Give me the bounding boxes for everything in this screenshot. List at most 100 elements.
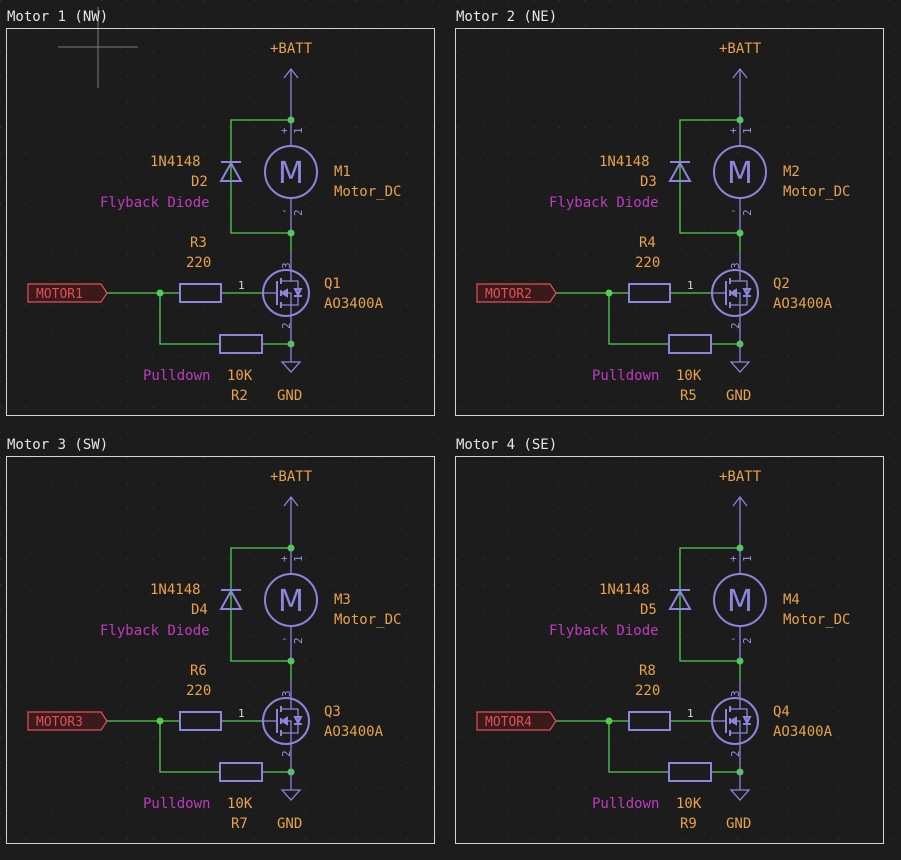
motor-pin-plus: + bbox=[281, 124, 288, 137]
motor-letter: M bbox=[278, 156, 304, 191]
gate-resistor-value: 220 bbox=[186, 255, 211, 271]
net-label-text: MOTOR1 bbox=[36, 287, 83, 302]
block-frame bbox=[6, 28, 435, 416]
block-title: Motor 4 (SE) bbox=[456, 437, 557, 453]
gate-resistor-symbol bbox=[628, 283, 671, 303]
mosfet-value: AO3400A bbox=[324, 724, 384, 740]
motor-driver-block: Motor 4 (SE)+BATTM+1-2M4Motor_DC1N4148D5… bbox=[455, 437, 884, 844]
crosshair-cursor bbox=[58, 7, 138, 88]
ground-symbol bbox=[280, 344, 302, 373]
mosfet-pin-2: 2 bbox=[729, 322, 742, 329]
motor-ref: M3 bbox=[334, 592, 351, 608]
motor-letter: M bbox=[727, 584, 753, 619]
diode-value: 1N4148 bbox=[150, 582, 201, 598]
junction-dot bbox=[156, 717, 164, 725]
mosfet-pin-1: 1 bbox=[687, 707, 694, 720]
pulldown-resistor-symbol bbox=[219, 762, 263, 782]
mosfet-symbol bbox=[711, 252, 759, 344]
mosfet-ref: Q1 bbox=[324, 276, 341, 292]
motor-pin-2: 2 bbox=[292, 637, 305, 644]
motor-pin-plus: + bbox=[281, 552, 288, 565]
motor-pin-1: 1 bbox=[741, 127, 754, 134]
motor-symbol: M bbox=[713, 120, 767, 233]
mosfet-ref: Q4 bbox=[773, 704, 790, 720]
diode-value: 1N4148 bbox=[599, 582, 650, 598]
motor-pin-2: 2 bbox=[292, 209, 305, 216]
mosfet-pin-3: 3 bbox=[729, 262, 742, 269]
net-wires bbox=[556, 119, 741, 345]
ground-symbol bbox=[729, 772, 751, 801]
net-label bbox=[476, 711, 557, 731]
mosfet-pin-3: 3 bbox=[729, 690, 742, 697]
diode-value: 1N4148 bbox=[599, 154, 650, 170]
diode-description: Flyback Diode bbox=[100, 623, 210, 639]
net-label bbox=[27, 283, 108, 303]
net-label-text: MOTOR2 bbox=[485, 287, 532, 302]
pulldown-description: Pulldown bbox=[592, 368, 659, 384]
block-title: Motor 3 (SW) bbox=[7, 437, 108, 453]
mosfet-symbol bbox=[711, 680, 759, 772]
net-wires bbox=[107, 119, 292, 345]
motor-pin-minus: - bbox=[281, 204, 288, 217]
power-label: +BATT bbox=[270, 41, 313, 57]
junction-dot bbox=[605, 289, 613, 297]
motor-ref: M1 bbox=[334, 164, 351, 180]
gate-resistor-symbol bbox=[179, 283, 222, 303]
pulldown-resistor-symbol bbox=[219, 334, 263, 354]
gate-resistor-value: 220 bbox=[635, 255, 660, 271]
motor-symbol: M bbox=[713, 548, 767, 661]
block-title: Motor 2 (NE) bbox=[456, 9, 557, 25]
ground-symbol bbox=[729, 344, 751, 373]
motor-pin-1: 1 bbox=[741, 555, 754, 562]
motor-driver-block: Motor 2 (NE)+BATTM+1-2M2Motor_DC1N4148D3… bbox=[455, 9, 884, 416]
mosfet-pin-1: 1 bbox=[238, 707, 245, 720]
mosfet-pin-1: 1 bbox=[687, 279, 694, 292]
diode-ref: D4 bbox=[191, 602, 208, 618]
mosfet-symbol bbox=[262, 680, 310, 772]
pulldown-ref: R7 bbox=[231, 816, 248, 832]
net-wires bbox=[556, 547, 741, 773]
net-label bbox=[27, 711, 108, 731]
pulldown-description: Pulldown bbox=[592, 796, 659, 812]
pulldown-ref: R9 bbox=[680, 816, 697, 832]
ground-label: GND bbox=[726, 388, 751, 404]
mosfet-value: AO3400A bbox=[324, 296, 384, 312]
mosfet-value: AO3400A bbox=[773, 296, 833, 312]
power-label: +BATT bbox=[719, 41, 762, 57]
diode-ref: D3 bbox=[640, 174, 657, 190]
pulldown-resistor-symbol bbox=[668, 762, 712, 782]
pulldown-ref: R2 bbox=[231, 388, 248, 404]
diode-description: Flyback Diode bbox=[549, 195, 659, 211]
junction-dot bbox=[605, 717, 613, 725]
mosfet-pin-2: 2 bbox=[280, 750, 293, 757]
motor-ref: M4 bbox=[783, 592, 800, 608]
mosfet-pin-1: 1 bbox=[238, 279, 245, 292]
gate-resistor-symbol bbox=[179, 711, 222, 731]
motor-pin-1: 1 bbox=[292, 555, 305, 562]
net-label-text: MOTOR4 bbox=[485, 715, 532, 730]
diode-ref: D2 bbox=[191, 174, 208, 190]
flyback-diode-symbol bbox=[668, 160, 692, 182]
motor-ref: M2 bbox=[783, 164, 800, 180]
motor-pin-minus: - bbox=[281, 632, 288, 645]
motor-value: Motor_DC bbox=[783, 612, 850, 628]
gate-resistor-ref: R8 bbox=[639, 663, 656, 679]
pulldown-ref: R5 bbox=[680, 388, 697, 404]
diode-ref: D5 bbox=[640, 602, 657, 618]
gate-resistor-symbol bbox=[628, 711, 671, 731]
mosfet-pin-2: 2 bbox=[280, 322, 293, 329]
gate-resistor-value: 220 bbox=[635, 683, 660, 699]
gate-resistor-value: 220 bbox=[186, 683, 211, 699]
gate-resistor-ref: R4 bbox=[639, 235, 656, 251]
pulldown-description: Pulldown bbox=[143, 368, 210, 384]
net-wires bbox=[107, 547, 292, 773]
motor-value: Motor_DC bbox=[783, 184, 850, 200]
power-label: +BATT bbox=[270, 469, 313, 485]
pulldown-resistor-symbol bbox=[668, 334, 712, 354]
mosfet-pin-3: 3 bbox=[280, 262, 293, 269]
net-label-text: MOTOR3 bbox=[36, 715, 83, 730]
diode-description: Flyback Diode bbox=[100, 195, 210, 211]
ground-symbol bbox=[280, 772, 302, 801]
motor-value: Motor_DC bbox=[334, 184, 401, 200]
